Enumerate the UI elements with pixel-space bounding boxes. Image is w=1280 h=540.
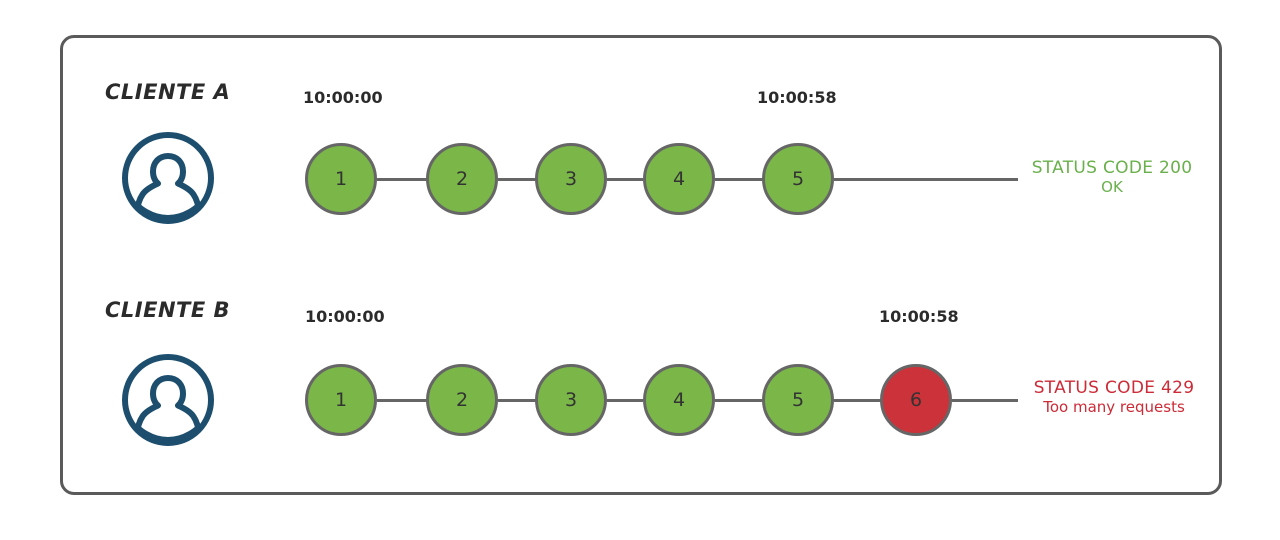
request-node[interactable]: 2 — [426, 364, 498, 436]
status-text-a: OK — [1101, 178, 1123, 196]
request-node[interactable]: 5 — [762, 364, 834, 436]
request-node[interactable]: 5 — [762, 143, 834, 215]
connector — [607, 399, 643, 402]
diagram-frame — [60, 35, 1222, 495]
connector — [607, 178, 643, 181]
request-node[interactable]: 3 — [535, 364, 607, 436]
connector — [834, 399, 881, 402]
user-avatar-icon — [120, 352, 216, 448]
timestamp-end-b: 10:00:58 — [879, 307, 959, 326]
user-avatar-icon — [120, 130, 216, 226]
request-node[interactable]: 1 — [305, 364, 377, 436]
connector-to-status — [834, 178, 1018, 181]
request-node[interactable]: 2 — [426, 143, 498, 215]
connector — [498, 399, 536, 402]
connector-to-status — [952, 399, 1018, 402]
connector — [377, 178, 429, 181]
client-label-b: CLIENTE B — [105, 298, 231, 322]
status-badge-a: STATUS CODE 200 OK — [1028, 158, 1196, 196]
request-node-blocked[interactable]: 6 — [880, 364, 952, 436]
timestamp-end-a: 10:00:58 — [757, 88, 837, 107]
request-node[interactable]: 3 — [535, 143, 607, 215]
status-code-a: STATUS CODE 200 — [1031, 158, 1193, 178]
request-node[interactable]: 4 — [643, 143, 715, 215]
request-node[interactable]: 1 — [305, 143, 377, 215]
client-label-a: CLIENTE A — [105, 80, 231, 104]
connector — [715, 178, 763, 181]
connector — [498, 178, 536, 181]
status-text-b: Too many requests — [1043, 398, 1185, 416]
connector — [377, 399, 429, 402]
status-badge-b: STATUS CODE 429 Too many requests — [1025, 378, 1203, 416]
request-node[interactable]: 4 — [643, 364, 715, 436]
connector — [715, 399, 763, 402]
timestamp-start-a: 10:00:00 — [303, 88, 383, 107]
timestamp-start-b: 10:00:00 — [305, 307, 385, 326]
status-code-b: STATUS CODE 429 — [1033, 378, 1195, 398]
